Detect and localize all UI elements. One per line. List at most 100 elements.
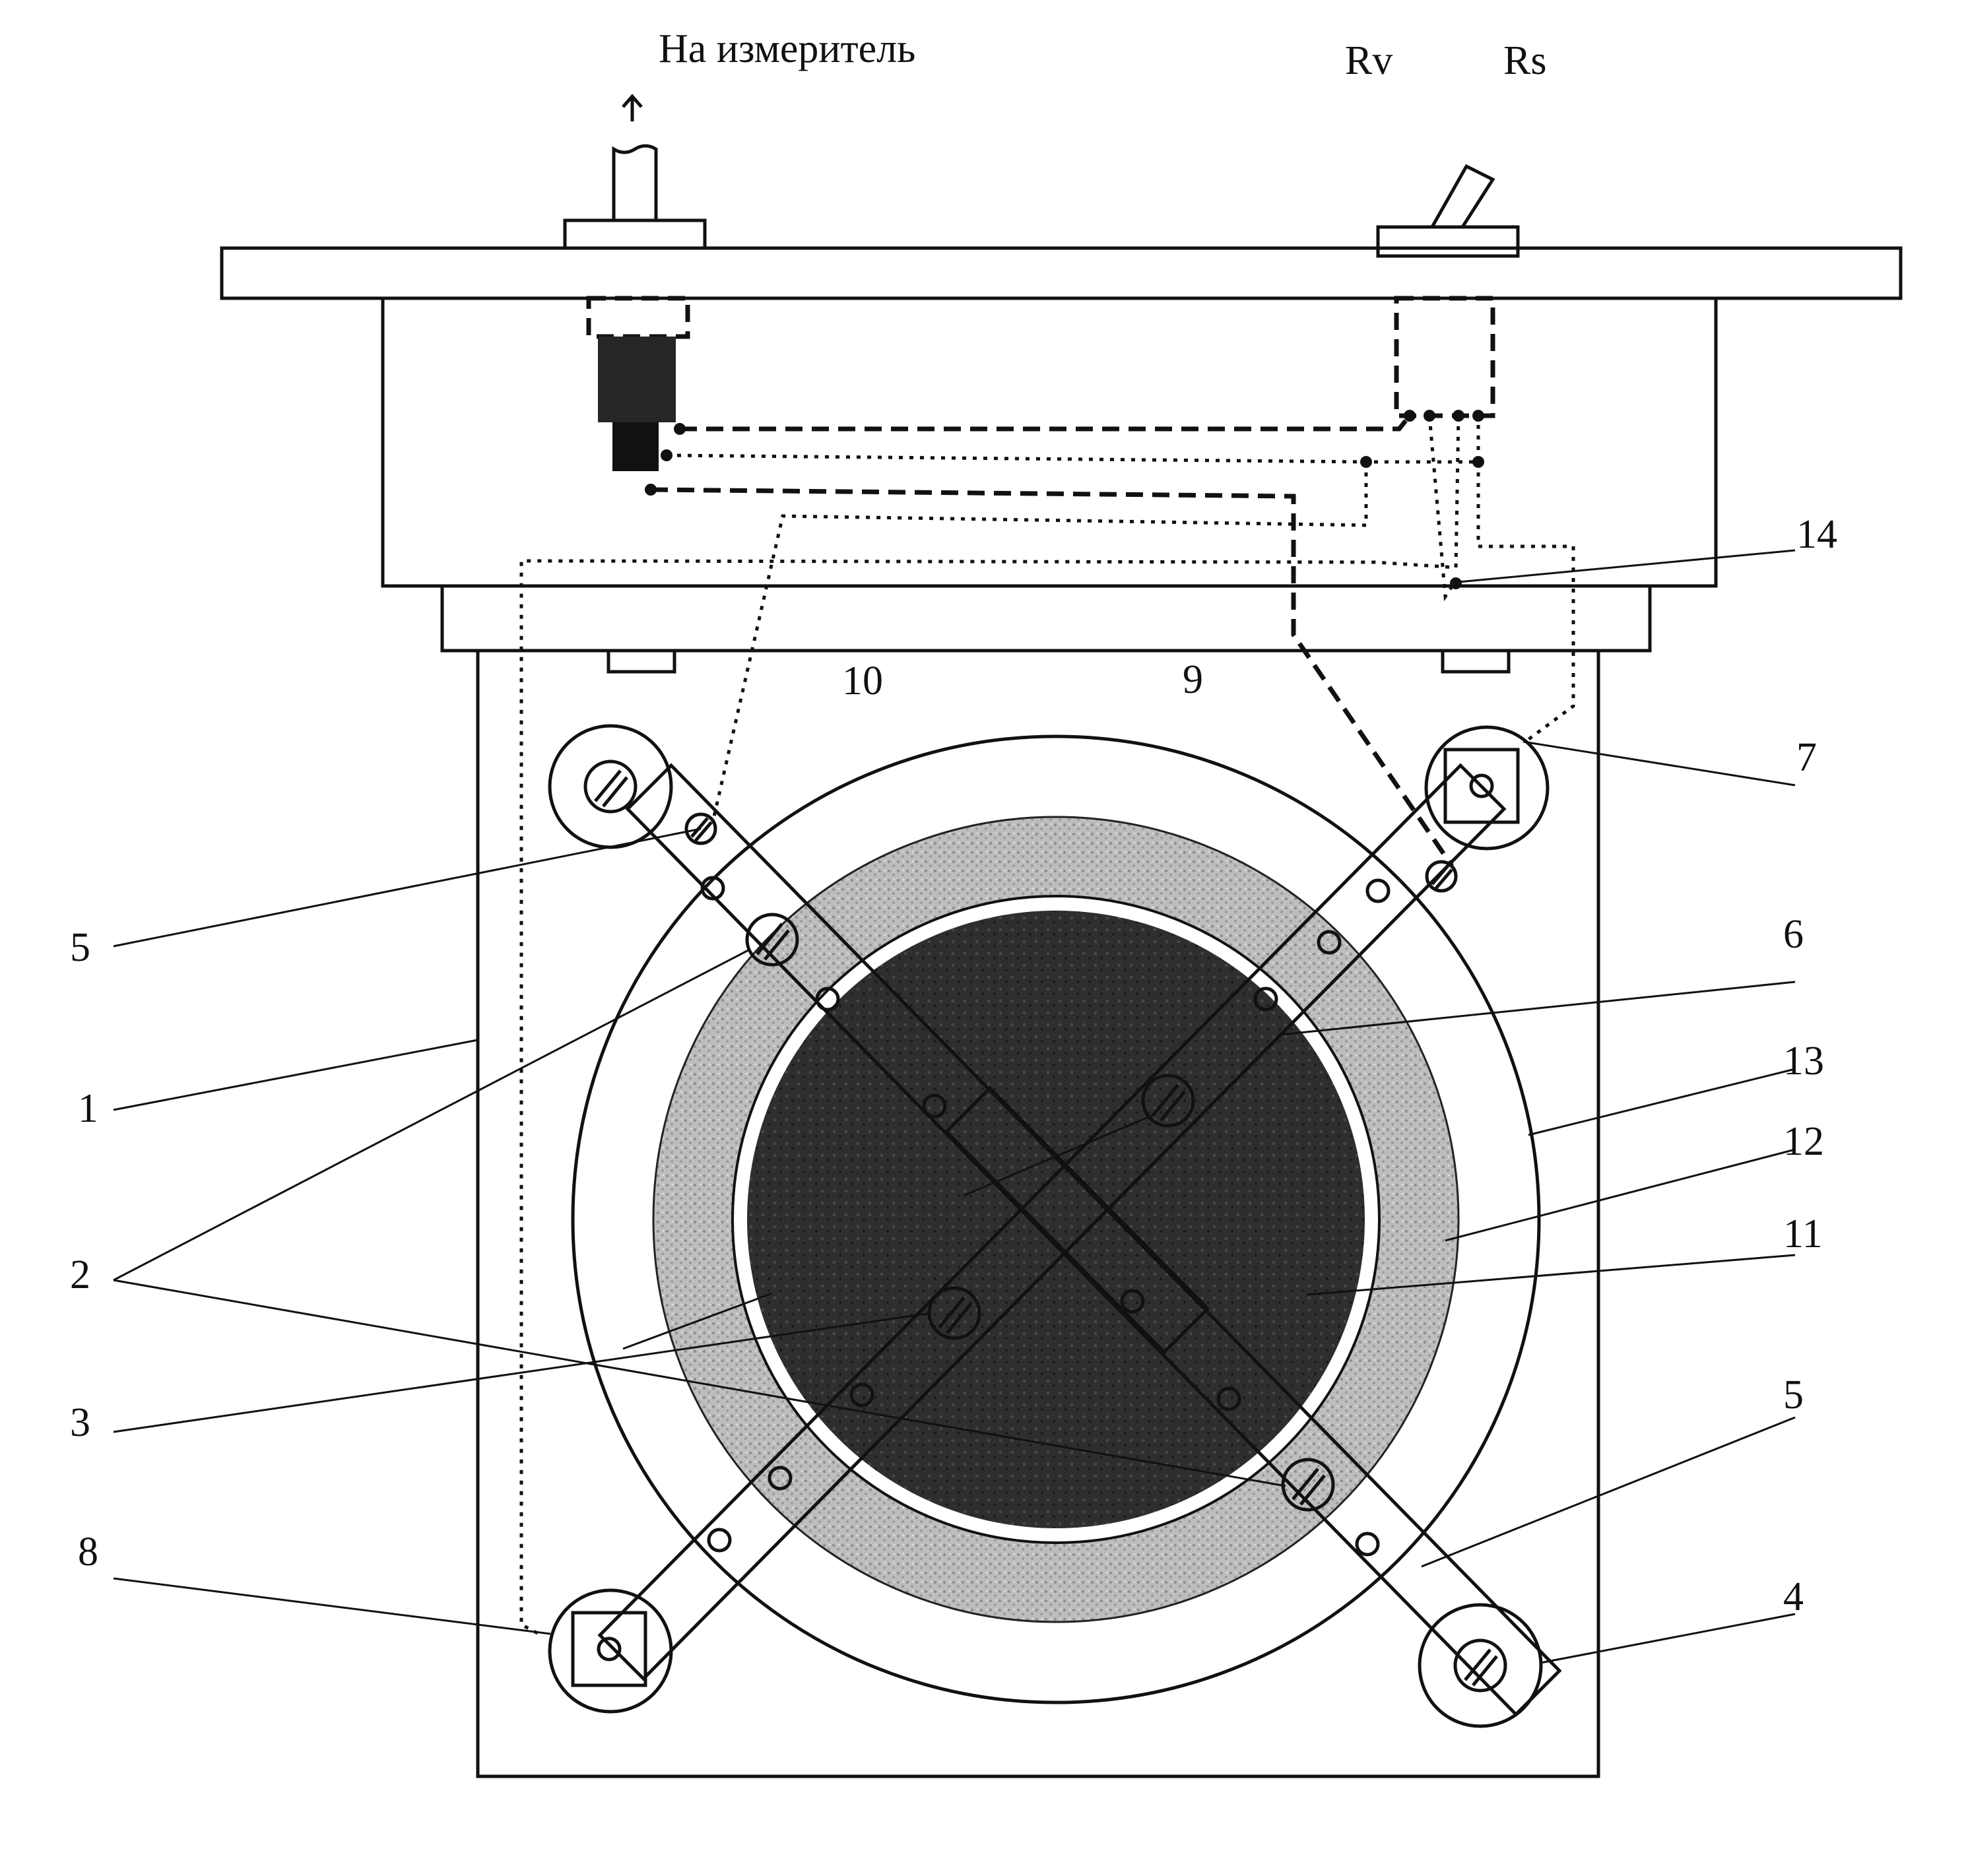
leader-4 bbox=[1540, 1613, 1796, 1664]
label-4: 4 bbox=[1783, 1574, 1804, 1619]
wire-node-b bbox=[1472, 456, 1484, 468]
wire-switch-to-node-14 bbox=[1427, 415, 1458, 602]
flange-tab-left bbox=[606, 649, 676, 674]
terminal-7-hole bbox=[1469, 773, 1494, 798]
hole bbox=[1216, 1386, 1241, 1411]
hole bbox=[922, 1093, 947, 1118]
strap-b-end-top bbox=[1424, 725, 1550, 851]
switch-lever bbox=[1430, 164, 1495, 228]
label-7: 7 bbox=[1796, 735, 1817, 780]
strap-a-end-bottom bbox=[1418, 1603, 1543, 1728]
label-8: 8 bbox=[78, 1530, 98, 1574]
label-9: 9 bbox=[1183, 657, 1203, 702]
leader-5-bottom bbox=[1421, 1416, 1796, 1568]
switch-base bbox=[1376, 225, 1520, 258]
screw-bottom-right bbox=[1453, 1638, 1507, 1693]
hole bbox=[1355, 1532, 1380, 1557]
screw-a-1 bbox=[745, 913, 799, 967]
leader-5-top bbox=[113, 827, 702, 948]
hole bbox=[815, 987, 840, 1012]
switch-body-outline bbox=[1394, 296, 1495, 418]
rv-rs-switch bbox=[1376, 164, 1520, 422]
wire-pin2-to-node bbox=[666, 416, 1480, 464]
lower-flange bbox=[440, 584, 1652, 653]
label-rv: Rv bbox=[1345, 38, 1393, 83]
label-rs: Rs bbox=[1503, 38, 1546, 83]
wiring bbox=[519, 414, 1575, 1637]
label-14: 14 bbox=[1796, 512, 1837, 557]
leader-3 bbox=[113, 1312, 931, 1433]
strap-holes bbox=[700, 876, 1391, 1557]
label-12: 12 bbox=[1783, 1119, 1824, 1164]
connector-base bbox=[563, 218, 707, 250]
hole bbox=[1365, 878, 1391, 903]
label-5-bottom: 5 bbox=[1783, 1373, 1804, 1417]
connector-socket-outline bbox=[586, 296, 690, 339]
label-10: 10 bbox=[842, 659, 883, 703]
hole bbox=[768, 1466, 793, 1491]
label-3: 3 bbox=[70, 1400, 90, 1445]
sample-rings bbox=[571, 734, 1541, 1704]
terminal-8 bbox=[571, 1611, 647, 1687]
leader-2-b bbox=[113, 1279, 1286, 1487]
label-13: 13 bbox=[1783, 1039, 1824, 1084]
leader-8 bbox=[113, 1577, 551, 1635]
terminal-8-hole bbox=[597, 1636, 622, 1662]
top-assembly bbox=[220, 246, 1903, 674]
ring-13-outer bbox=[571, 734, 1541, 1704]
strap-a-overlay bbox=[944, 1085, 1210, 1355]
top-plate bbox=[220, 246, 1903, 300]
hole bbox=[1120, 1289, 1145, 1314]
leader-2-a bbox=[113, 949, 749, 1281]
leader-2-c bbox=[963, 1113, 1157, 1197]
upward-arrow-icon bbox=[622, 94, 643, 121]
sample-dark bbox=[747, 911, 1365, 1528]
leader-6 bbox=[1280, 981, 1796, 1036]
screw-small-b bbox=[1425, 860, 1458, 893]
connector-body bbox=[598, 337, 676, 422]
switch-terminal-1 bbox=[1404, 410, 1416, 422]
strap-b-body bbox=[597, 763, 1507, 1681]
hole bbox=[700, 876, 725, 901]
wire-to-electrode-7 bbox=[1476, 462, 1575, 742]
leader-3-b bbox=[622, 1292, 773, 1350]
wire-pin3-to-electrode-9 bbox=[650, 487, 1454, 867]
terminal-7-block bbox=[1443, 748, 1520, 824]
strap-b-end-bottom bbox=[548, 1588, 673, 1714]
leader-lines bbox=[113, 549, 1796, 1664]
leader-1 bbox=[113, 1039, 478, 1111]
wire-node-a bbox=[1360, 456, 1372, 468]
terminal-7 bbox=[1443, 748, 1520, 824]
label-6: 6 bbox=[1783, 912, 1804, 957]
hole bbox=[1317, 930, 1342, 955]
label-11: 11 bbox=[1783, 1212, 1823, 1256]
leader-14 bbox=[1458, 549, 1796, 583]
hole bbox=[707, 1528, 732, 1553]
terminal-8-block bbox=[571, 1611, 647, 1687]
leader-12 bbox=[1445, 1148, 1796, 1242]
wire-pin1-to-switch bbox=[680, 414, 1412, 432]
labels: На измеритель Rv Rs 14 10 9 7 5 6 1 13 1… bbox=[70, 26, 1837, 1619]
leader-11 bbox=[1306, 1254, 1796, 1296]
strap-b bbox=[548, 725, 1550, 1714]
screws bbox=[583, 760, 1507, 1693]
strap-a-end-top bbox=[548, 724, 673, 849]
wire-to-electrode-10 bbox=[711, 462, 1368, 823]
label-2: 2 bbox=[70, 1252, 90, 1297]
label-5-top: 5 bbox=[70, 925, 90, 970]
leader-7 bbox=[1523, 740, 1796, 787]
connector-tip bbox=[612, 422, 659, 471]
screw-small-a bbox=[684, 812, 717, 845]
connector-cable bbox=[612, 144, 658, 220]
meter-caption: На измеритель bbox=[659, 26, 915, 71]
node-14 bbox=[1450, 577, 1462, 589]
meter-connector bbox=[563, 94, 707, 496]
flange-tab-right bbox=[1441, 649, 1511, 674]
hole bbox=[1253, 987, 1278, 1012]
screw-top-left bbox=[583, 760, 638, 814]
leader-13 bbox=[1528, 1068, 1796, 1136]
screw-b-1 bbox=[1141, 1074, 1195, 1128]
hole bbox=[849, 1382, 874, 1407]
strap-a bbox=[548, 724, 1562, 1728]
